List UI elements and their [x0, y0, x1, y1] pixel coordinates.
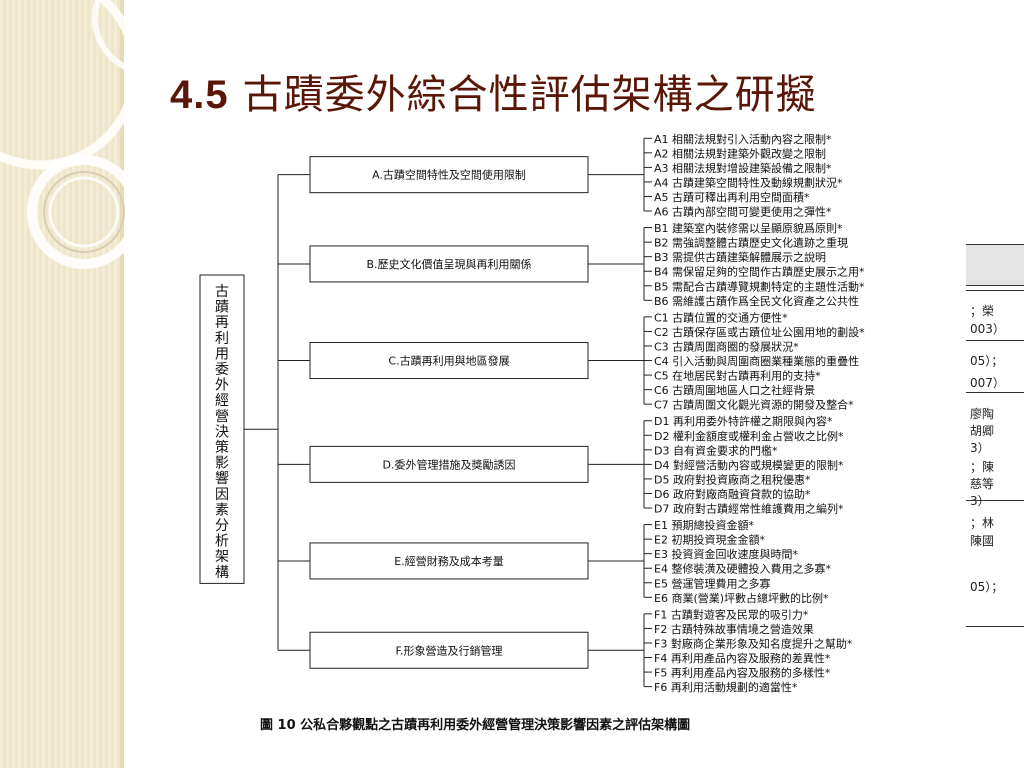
criterion-item: D7 政府對古蹟經常性維護費用之編列* — [654, 502, 844, 516]
criterion-item: E5 營運管理費用之多寡 — [654, 576, 770, 590]
criterion-item: F2 古蹟特殊故事情境之營造效果 — [654, 622, 814, 636]
category-box — [309, 245, 589, 283]
table-text-fragment: 胡卿 — [970, 424, 995, 438]
category-label: A.古蹟空間特性及空間使用限制 — [372, 168, 526, 182]
criterion-item: D6 政府對廠商融資貸款的協助* — [654, 487, 811, 501]
criterion-item: C1 古蹟位置的交通方便性* — [654, 310, 788, 324]
category-label: C.古蹟再利用與地區發展 — [388, 354, 509, 368]
criterion-item: F3 對廠商企業形象及知名度提升之幫助* — [654, 636, 853, 650]
criterion-item: F5 再利用產品內容及服務的多樣性* — [654, 666, 831, 680]
slide-title-number: 4.5 — [170, 73, 229, 117]
criterion-item: C5 在地居民對古蹟再利用的支持* — [654, 369, 821, 383]
criterion-item: A6 古蹟內部空間可變更使用之彈性* — [654, 205, 832, 219]
criterion-item: E3 投資資金回收速度與時間* — [654, 547, 798, 561]
sidebar-edge — [120, 0, 124, 768]
table-text-fragment: 007） — [970, 376, 1005, 390]
category-box — [309, 445, 589, 483]
criterion-item: E4 整修裝潢及硬體投入費用之多寡* — [654, 562, 831, 576]
criterion-item: B4 需保留足夠的空間作古蹟歷史展示之用* — [654, 265, 865, 279]
table-text-fragment: 陳國 — [970, 534, 995, 548]
figure-caption: 圖 10 公私合夥觀點之古蹟再利用委外經營管理決策影響因素之評估架構圖 — [260, 717, 690, 733]
table-text-fragment: ；林 — [970, 516, 995, 530]
table-text-fragment: 003） — [970, 322, 1005, 336]
criterion-item: C7 古蹟周圍文化觀光資源的開發及整合* — [654, 398, 854, 412]
table-rule — [966, 340, 1024, 341]
category-box — [309, 631, 589, 669]
decorative-circles — [0, 0, 208, 269]
criterion-item: A3 相關法規對增設建築設備之限制* — [654, 161, 832, 175]
category-box — [309, 542, 589, 580]
table-text-fragment: ；榮 — [970, 304, 995, 318]
criterion-item: E6 商業(營業)坪數占總坪數的比例* — [654, 591, 829, 605]
table-rule — [966, 626, 1024, 627]
root-box — [199, 274, 245, 584]
criterion-item: D3 自有資金要求的門檻* — [654, 443, 778, 457]
criterion-item: C2 古蹟保存區或古蹟位址公園用地的劃設* — [654, 325, 865, 339]
table-rule — [966, 500, 1024, 501]
slide-title: 4.5 古蹟委外綜合性評估架構之研擬 — [170, 62, 817, 120]
criterion-item: B6 需維護古蹟作爲全民文化資產之公共性 — [654, 294, 859, 308]
table-text-fragment: 慈等 — [970, 477, 995, 491]
root-label: 古蹟再利用委外經營決策影響因素分析架構 — [215, 284, 229, 581]
criterion-item: F6 再利用活動規劃的適當性* — [654, 680, 798, 694]
criterion-item: A1 相關法規對引入活動內容之限制* — [654, 132, 832, 146]
criterion-item: A2 相關法規對建築外觀改變之限制 — [654, 146, 826, 160]
table-text-fragment: 05）； — [970, 354, 1004, 368]
criterion-item: D1 再利用委外特許權之期限與內容* — [654, 414, 833, 428]
criterion-item: B1 建築室內裝修需以呈顯原貌爲原則* — [654, 221, 843, 235]
table-rule — [966, 290, 1024, 291]
criterion-item: B2 需強調整體古蹟歷史文化遺跡之重現 — [654, 236, 848, 250]
table-text-fragment: 廖陶 — [970, 407, 995, 421]
criterion-item: B3 需提供古蹟建築解體展示之說明 — [654, 250, 826, 264]
criterion-item: B5 需配合古蹟導覽規劃特定的主題性活動* — [654, 279, 865, 293]
table-text-fragment: 3） — [970, 441, 990, 455]
criterion-item: A5 古蹟可釋出再利用空間面積* — [654, 190, 810, 204]
category-label: E.經營財務及成本考量 — [394, 554, 503, 568]
category-label: B.歷史文化價值呈現與再利用關係 — [366, 257, 531, 271]
criterion-item: E1 預期總投資金額* — [654, 518, 754, 532]
criterion-item: D2 權利金額度或權利金占營收之比例* — [654, 429, 844, 443]
criterion-item: A4 古蹟建築空間特性及動線規劃狀況* — [654, 175, 843, 189]
table-header-shade — [966, 244, 1024, 286]
slide-sidebar-texture — [0, 0, 120, 768]
category-label: F.形象營造及行銷管理 — [395, 643, 502, 657]
criterion-item: C6 古蹟周圍地區人口之社經背景 — [654, 383, 815, 397]
criterion-item: F1 古蹟對遊客及民眾的吸引力* — [654, 607, 809, 621]
table-text-fragment: 05）； — [970, 580, 1004, 594]
criterion-item: D5 政府對投資廠商之租稅優惠* — [654, 472, 811, 486]
criterion-item: C3 古蹟周圍商圈的發展狀況* — [654, 339, 799, 353]
table-text-fragment: ；陳 — [970, 460, 995, 474]
table-rule — [966, 392, 1024, 393]
slide-title-text: 古蹟委外綜合性評估架構之研擬 — [242, 72, 817, 118]
criterion-item: D4 對經營活動內容或規模變更的限制* — [654, 458, 844, 472]
category-box — [309, 156, 589, 194]
background-table-fragment: ；榮 003） 05）； 007） 廖陶胡卿 3） ；陳慈等 3） ；林陳國 05）； — [966, 240, 1024, 630]
category-label: D.委外管理措施及獎勵誘因 — [383, 457, 516, 471]
criterion-item: E2 初期投資現金金額* — [654, 533, 765, 547]
criterion-item: F4 再利用產品內容及服務的差異性* — [654, 651, 831, 665]
table-text-fragment: 3） — [970, 494, 990, 508]
criterion-item: C4 引入活動與周圍商圈業種業態的重疊性 — [654, 354, 859, 368]
